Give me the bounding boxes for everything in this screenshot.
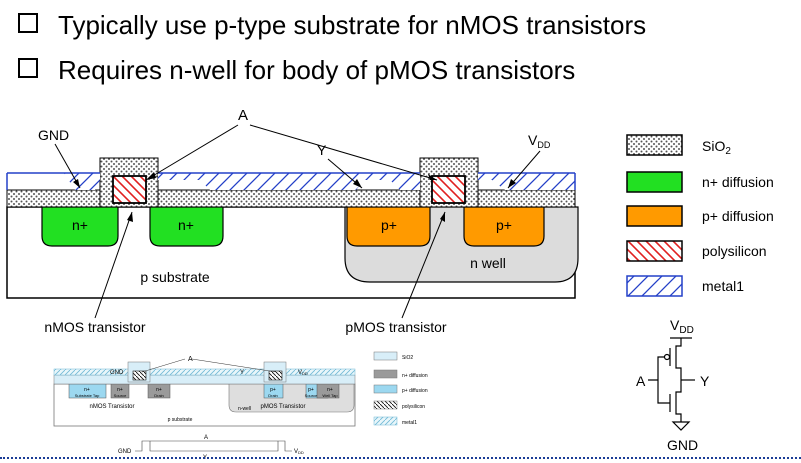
svg-text:A: A <box>204 435 208 441</box>
svg-text:Well Tap: Well Tap <box>322 393 338 398</box>
svg-text:n+: n+ <box>117 387 123 393</box>
gate-a-leaders <box>145 124 438 181</box>
svg-text:p substrate: p substrate <box>168 417 193 423</box>
vdd-label: VDD <box>528 132 551 150</box>
bullet-2-text: Requires n-well for body of pMOS transis… <box>58 55 576 85</box>
checkbox-bullet-icon <box>18 13 38 33</box>
mini-cross-section: A GND VDD Y n+ Substrate Tap n+ Source n… <box>53 351 428 461</box>
svg-text:Drain: Drain <box>154 393 164 398</box>
schematic-vdd-label: VDD <box>670 317 694 336</box>
svg-text:Source: Source <box>114 393 127 398</box>
metal1-gnd-strip <box>7 173 100 190</box>
svg-text:Y: Y <box>240 370 244 376</box>
svg-text:pMOS Transistor: pMOS Transistor <box>260 404 305 410</box>
pmos-leader <box>401 211 446 319</box>
svg-text:metal1: metal1 <box>402 420 417 426</box>
svg-text:nMOS Transistor: nMOS Transistor <box>89 404 134 410</box>
svg-text:GND: GND <box>118 449 132 455</box>
n-well-label: n well <box>470 255 506 271</box>
gnd-label: GND <box>38 127 69 143</box>
field-oxide-layer <box>6 189 576 208</box>
legend-label-polysilicon: polysilicon <box>702 243 767 259</box>
svg-text:n-well: n-well <box>238 406 251 412</box>
metal1-vdd-strip <box>478 173 575 190</box>
svg-text:n+ diffusion: n+ diffusion <box>402 373 428 379</box>
nmos-leader <box>94 211 133 319</box>
p-plus-left-label: p+ <box>381 217 397 233</box>
svg-text:p+: p+ <box>308 387 314 393</box>
legend-label-n-diffusion: n+ diffusion <box>702 174 774 190</box>
schematic-output-label: Y <box>700 373 710 389</box>
metal1-output-strip <box>158 173 420 190</box>
legend-label-metal1: metal1 <box>702 278 744 294</box>
p-substrate-label: p substrate <box>140 269 209 285</box>
bullet-1-text: Typically use p-type substrate for nMOS … <box>58 10 647 40</box>
svg-text:polysilicon: polysilicon <box>402 404 425 410</box>
y-label: Y <box>317 142 327 158</box>
bullet-2: Requires n-well for body of pMOS transis… <box>18 55 575 85</box>
p-plus-right-label: p+ <box>496 217 512 233</box>
svg-text:p+ diffusion: p+ diffusion <box>402 388 428 394</box>
n-plus-left-label: n+ <box>72 217 88 233</box>
svg-text:A: A <box>188 356 193 363</box>
schematic-input-label: A <box>636 373 646 389</box>
checkbox-bullet-icon <box>18 58 38 78</box>
n-plus-diffusion-right <box>149 206 224 247</box>
n-plus-right-label: n+ <box>178 217 194 233</box>
inverter-schematic: VDD A Y GND <box>636 317 710 453</box>
legend-swatch-metal1 <box>626 275 683 297</box>
svg-text:GND: GND <box>110 370 124 376</box>
legend: SiO2 n+ diffusion p+ diffusion polysilic… <box>626 134 774 297</box>
legend-swatch-p-diffusion <box>626 205 683 227</box>
svg-text:Drain: Drain <box>268 393 278 398</box>
svg-text:n+: n+ <box>327 387 333 393</box>
legend-label-p-diffusion: p+ diffusion <box>702 208 774 224</box>
svg-text:n+: n+ <box>156 387 162 393</box>
nmos-polysilicon-gate <box>112 175 147 204</box>
legend-swatch-n-diffusion <box>626 171 683 193</box>
p-plus-diffusion-left <box>346 206 431 247</box>
gate-a-label: A <box>238 107 248 124</box>
svg-text:n+: n+ <box>84 387 90 393</box>
svg-text:p+: p+ <box>270 387 276 393</box>
nmos-transistor-label: nMOS transistor <box>44 319 145 335</box>
svg-text:SiO2: SiO2 <box>402 355 413 361</box>
legend-label-sio2: SiO2 <box>702 138 731 157</box>
p-plus-diffusion-right <box>463 206 545 247</box>
schematic-gnd-label: GND <box>667 437 698 453</box>
footer-divider <box>0 457 801 459</box>
legend-swatch-sio2 <box>626 134 683 156</box>
svg-text:VDD: VDD <box>294 449 304 455</box>
svg-text:Source: Source <box>305 393 318 398</box>
pmos-polysilicon-gate <box>431 175 466 204</box>
pmos-transistor-label: pMOS transistor <box>345 319 446 335</box>
svg-text:VDD: VDD <box>298 370 308 376</box>
n-plus-diffusion-left <box>41 206 119 247</box>
legend-swatch-polysilicon <box>626 240 683 262</box>
svg-text:Substrate Tap: Substrate Tap <box>75 393 100 398</box>
bullet-1: Typically use p-type substrate for nMOS … <box>18 10 646 40</box>
